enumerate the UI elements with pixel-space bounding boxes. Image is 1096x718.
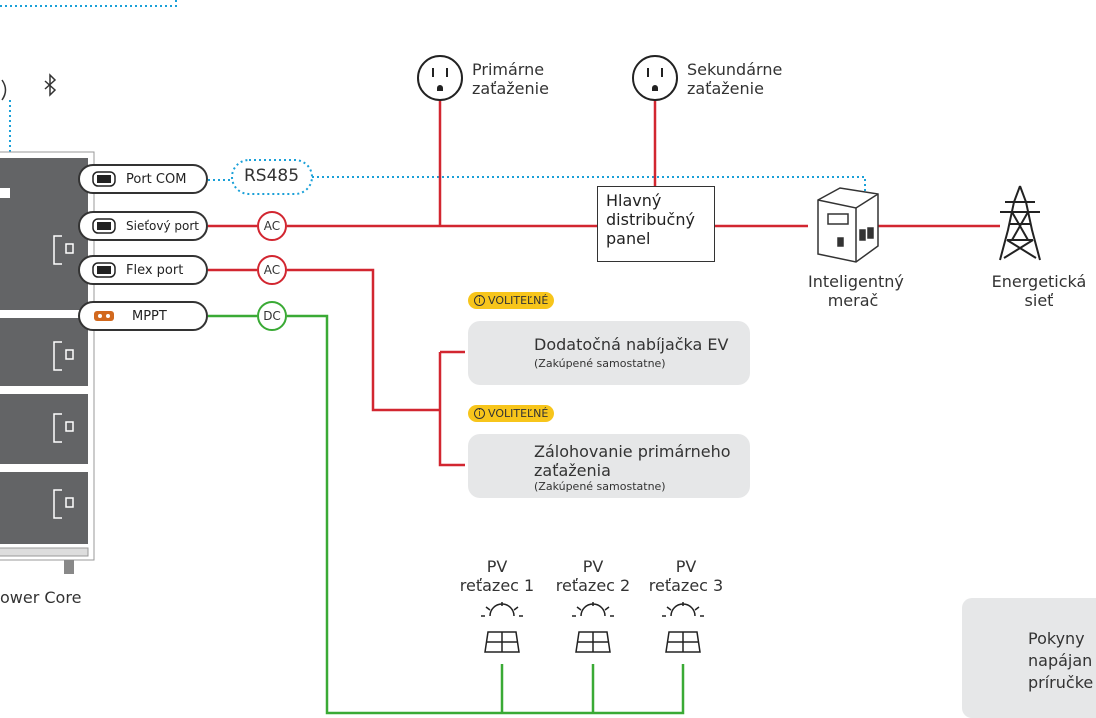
pv-string-2-label: PV reťazec 2	[543, 557, 643, 595]
ev-charger-title: Dodatočná nabíjačka EV	[534, 335, 729, 354]
meter-line1: Inteligentný	[808, 272, 904, 291]
ac-lines	[208, 100, 1000, 467]
solar-arrays	[481, 602, 704, 653]
pv-3-bottom: reťazec 3	[648, 576, 724, 595]
pv-2-top: PV	[582, 557, 604, 576]
secondary-load-line1: Sekundárne	[687, 60, 783, 79]
grid-line1: Energetická	[991, 272, 1087, 291]
solar-panel-icon	[572, 602, 614, 653]
mppt-icon	[94, 311, 114, 321]
power-core-label: ower Core	[0, 588, 82, 607]
tip-line3: príručke	[1028, 673, 1094, 692]
backup-note: (Zakúpené samostatne)	[534, 480, 666, 493]
port-mppt[interactable]: MPPT	[78, 301, 208, 331]
rs485-label: RS485	[244, 166, 300, 186]
backup-title: Zálohovanie primárneho zaťaženia	[534, 442, 731, 480]
backup-card	[468, 434, 750, 498]
panel-line2: distribučný	[606, 210, 695, 229]
port-flex[interactable]: Flex port	[78, 255, 208, 285]
secondary-load-line2: zaťaženie	[687, 79, 764, 98]
pv-2-bottom: reťazec 2	[555, 576, 631, 595]
pv-1-bottom: reťazec 1	[459, 576, 535, 595]
tip-line1: Pokyny	[1028, 629, 1085, 648]
dc-connector: DC	[257, 301, 287, 331]
solar-panel-icon	[481, 602, 523, 653]
ev-charger-note: (Zakúpené samostatne)	[534, 357, 666, 370]
pv-3-top: PV	[675, 557, 697, 576]
port-flex-label: Flex port	[126, 262, 184, 278]
primary-load-line1: Primárne	[472, 60, 545, 79]
panel-line3: panel	[606, 229, 651, 248]
optional-badge-ev-label: VOLITEĽNÉ	[488, 294, 549, 307]
port-grid-label: Sieťový port	[126, 219, 199, 233]
backup-title-line1: Zálohovanie primárneho	[534, 442, 731, 461]
pv-1-top: PV	[486, 557, 508, 576]
optional-badge-backup-label: VOLITEĽNÉ	[488, 407, 549, 420]
port-icon	[92, 262, 116, 278]
smart-meter-label: Inteligentný merač	[808, 272, 904, 310]
secondary-load-label: Sekundárne zaťaženie	[687, 60, 782, 98]
meter-line2: merač	[827, 291, 879, 310]
panel-line1: Hlavný	[606, 191, 662, 210]
ac-connector-grid: AC	[257, 211, 287, 241]
solar-panel-icon	[662, 602, 704, 653]
port-com[interactable]: Port COM	[78, 164, 208, 194]
main-distribution-panel: Hlavný distribučný panel	[597, 186, 715, 262]
optional-badge-backup: i VOLITEĽNÉ	[468, 405, 555, 422]
wifi-icon	[1, 79, 7, 101]
grid-tower-icon	[999, 185, 1041, 261]
ev-charger-card	[468, 321, 750, 385]
pv-string-3-label: PV reťazec 3	[636, 557, 736, 595]
info-icon: i	[474, 408, 485, 419]
ac-connector-flex: AC	[257, 255, 287, 285]
info-icon: i	[474, 295, 485, 306]
port-icon	[92, 171, 116, 187]
primary-load-label: Primárne zaťaženie	[472, 60, 549, 98]
grid-line2: sieť	[1024, 291, 1054, 310]
smart-meter-icon	[817, 187, 879, 263]
power-core-cabinet	[0, 151, 95, 574]
outlet-icon-secondary	[632, 55, 678, 101]
tip-text: Pokyny napájan príručke	[1028, 628, 1093, 694]
tip-box	[962, 598, 1096, 718]
port-mppt-label: MPPT	[132, 308, 167, 324]
port-icon	[92, 218, 116, 234]
port-grid[interactable]: Sieťový port	[78, 211, 208, 241]
rs485-outline	[231, 159, 313, 195]
pv-string-1-label: PV reťazec 1	[447, 557, 547, 595]
optional-badge-ev: i VOLITEĽNÉ	[468, 292, 555, 309]
port-com-label: Port COM	[126, 171, 187, 187]
bluetooth-icon	[44, 73, 57, 97]
dc-lines	[208, 314, 685, 715]
backup-title-line2: zaťaženia	[534, 461, 611, 480]
outlet-icon-primary	[417, 55, 463, 101]
grid-label: Energetická sieť	[984, 272, 1094, 310]
tip-line2: napájan	[1028, 651, 1093, 670]
primary-load-line2: zaťaženie	[472, 79, 549, 98]
